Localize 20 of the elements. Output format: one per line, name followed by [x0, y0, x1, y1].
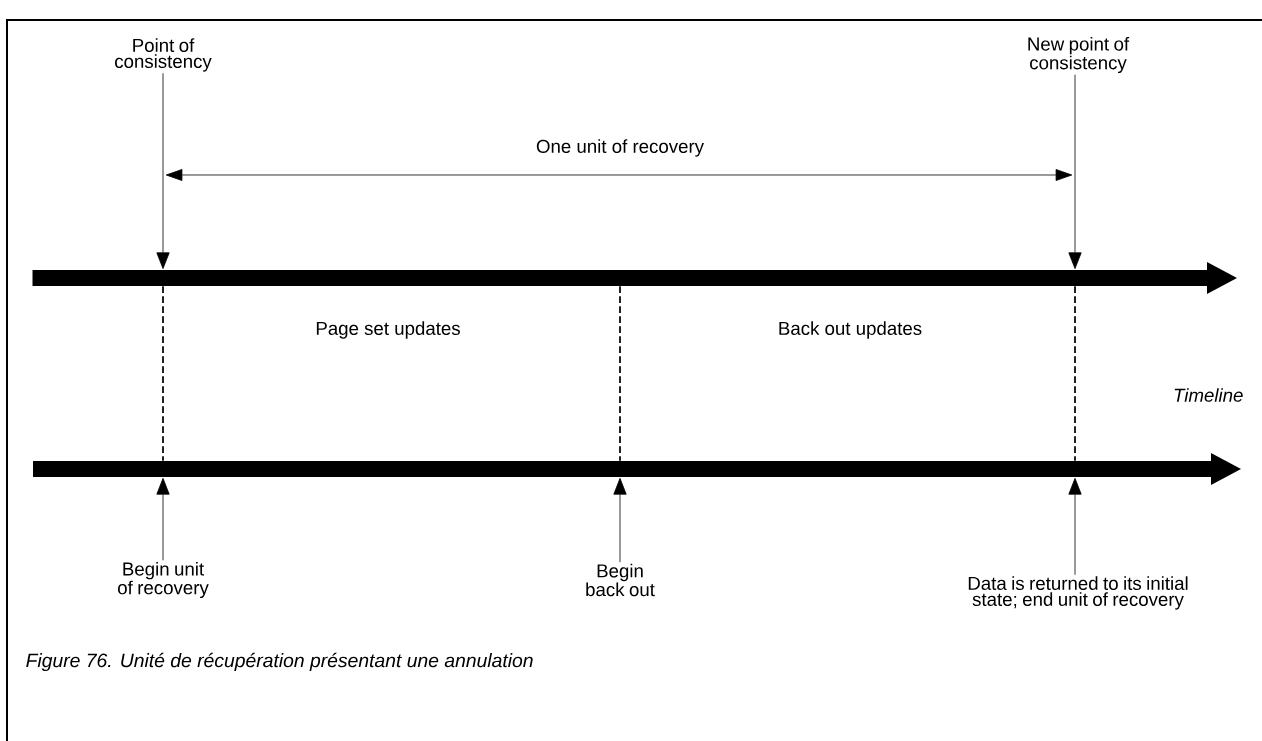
arrow [1068, 477, 1082, 576]
text-label: New point of consistency [1028, 36, 1130, 74]
text-label: Back out updates [779, 321, 922, 339]
axis-label: Timeline [1174, 388, 1243, 402]
dashed-line [619, 285, 621, 462]
timeline-arrow [32, 262, 1237, 294]
text-label: Begin back out [586, 563, 655, 597]
caption: Figure 76. Unité de récupération présentant une annulation [26, 652, 533, 672]
text-label: Begin unit of recovery [118, 561, 209, 599]
dashed-line [162, 285, 164, 462]
text-label: Point of consistency [115, 38, 212, 72]
arrow [1068, 74, 1082, 269]
timeline-arrow [33, 453, 1241, 485]
arrow [156, 477, 170, 561]
arrow [613, 477, 627, 563]
text-label: Page set updates [316, 321, 460, 339]
text-label: One unit of recovery [536, 139, 704, 157]
dashed-line [1074, 285, 1076, 462]
arrow [156, 72, 170, 269]
text-label: Data is returned to its initial state; end unit of recovery [968, 576, 1188, 610]
